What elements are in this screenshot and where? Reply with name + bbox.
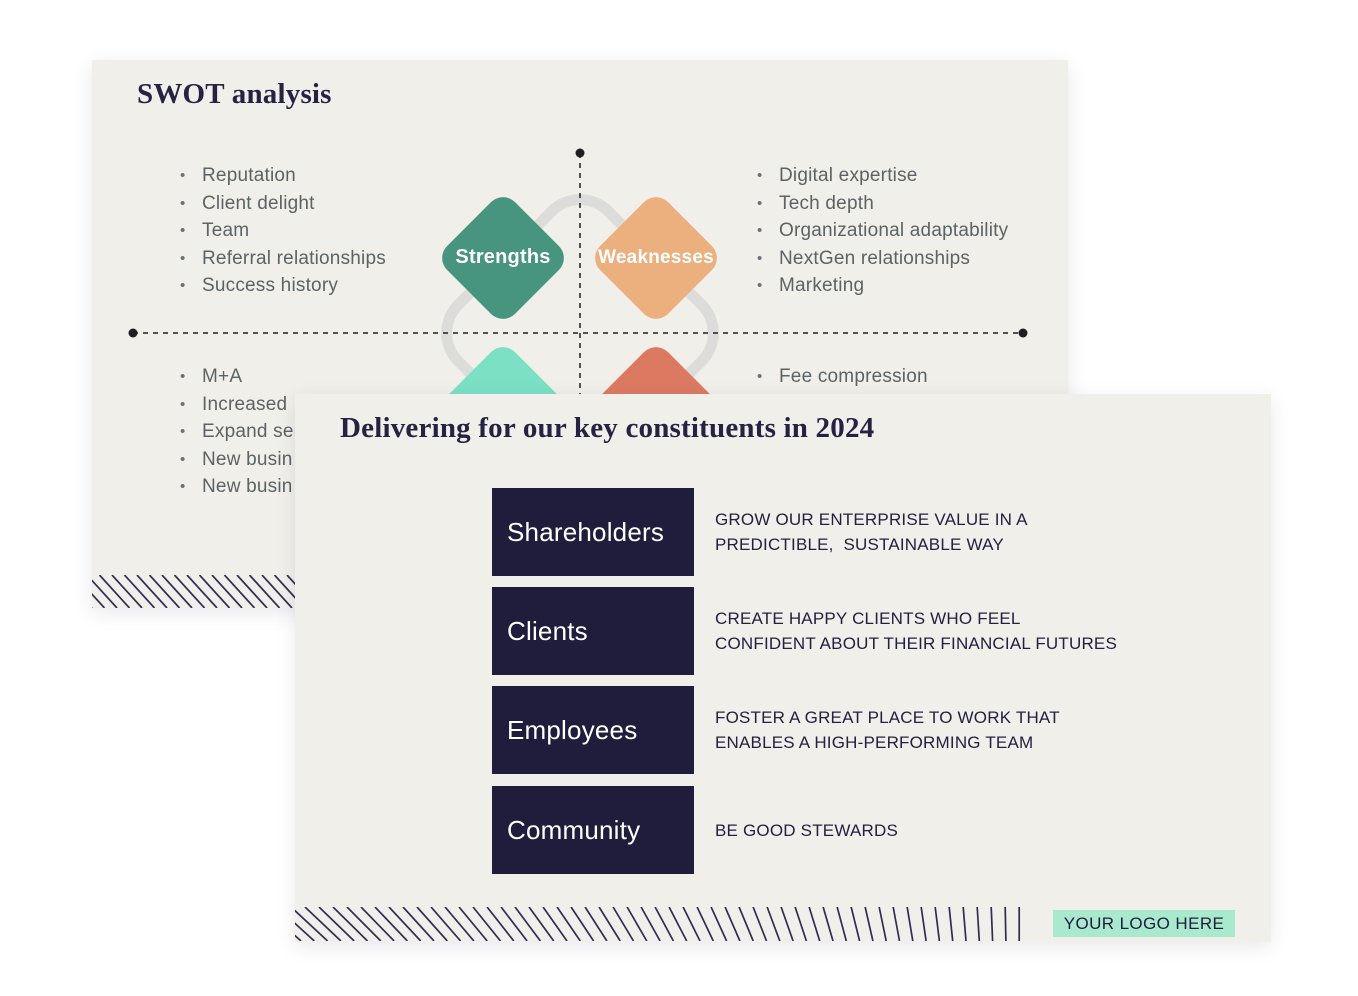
shareholders-description: GROW OUR ENTERPRISE VALUE IN A PREDICTIB… [715,510,1028,554]
constituent-row-clients: Clients CREATE HAPPY CLIENTS WHO FEEL CO… [492,587,1117,675]
list-item: NextGen relationships [755,245,1008,273]
strengths-list: Reputation Client delight Team Referral … [178,162,386,300]
list-item: Reputation [178,162,386,190]
constituent-row-employees: Employees FOSTER A GREAT PLACE TO WORK T… [492,686,1060,774]
list-item: Digital expertise [755,162,1008,190]
axis-dot-top [575,148,585,158]
clients-description: CREATE HAPPY CLIENTS WHO FEEL CONFIDENT … [715,609,1117,653]
list-item: New busin [178,446,300,474]
constituents-slide: Delivering for our key constituents in 2… [295,394,1271,942]
list-item: Tech depth [755,190,1008,218]
list-item: Referral relationships [178,245,386,273]
clients-box: Clients [492,587,694,675]
employees-description: FOSTER A GREAT PLACE TO WORK THAT ENABLE… [715,708,1060,752]
employees-box: Employees [492,686,694,774]
weaknesses-label: Weaknesses [598,247,714,268]
list-item: Marketing [755,272,1008,300]
community-box: Community [492,786,694,874]
list-item: Fee compression [755,363,928,391]
community-label: Community [507,814,641,845]
list-item: M+A [178,363,300,391]
strengths-label: Strengths [455,246,551,268]
strengths-diamond [442,197,564,319]
axis-dot-right [1018,328,1028,338]
list-item: Expand ser [178,418,300,446]
swot-slide-title: SWOT analysis [137,78,332,110]
list-item: Organizational adaptability [755,217,1008,245]
constituents-slide-title: Delivering for our key constituents in 2… [340,412,875,444]
opportunities-list: M+A Increased Expand ser New busin New b… [178,363,300,501]
constituent-row-community: Community BE GOOD STEWARDS [492,786,898,874]
logo-placeholder: YOUR LOGO HERE [1053,910,1235,937]
list-item: New busin [178,473,300,501]
list-item: Increased [178,391,300,419]
fan-hatch-pattern [295,907,1021,941]
list-item: Success history [178,272,386,300]
shareholders-label: Shareholders [507,516,665,547]
community-description: BE GOOD STEWARDS [715,820,898,840]
weaknesses-list: Digital expertise Tech depth Organizatio… [755,162,1008,300]
employees-label: Employees [507,714,638,745]
axis-dot-left [128,328,138,338]
shareholders-box: Shareholders [492,488,694,576]
weaknesses-diamond [595,197,717,319]
list-item: Client delight [178,190,386,218]
clients-label: Clients [507,615,588,646]
constituent-row-shareholders: Shareholders GROW OUR ENTERPRISE VALUE I… [492,488,1028,576]
swot-hatch-pattern [92,575,300,608]
threats-list: Fee compression [755,363,928,391]
list-item: Team [178,217,386,245]
